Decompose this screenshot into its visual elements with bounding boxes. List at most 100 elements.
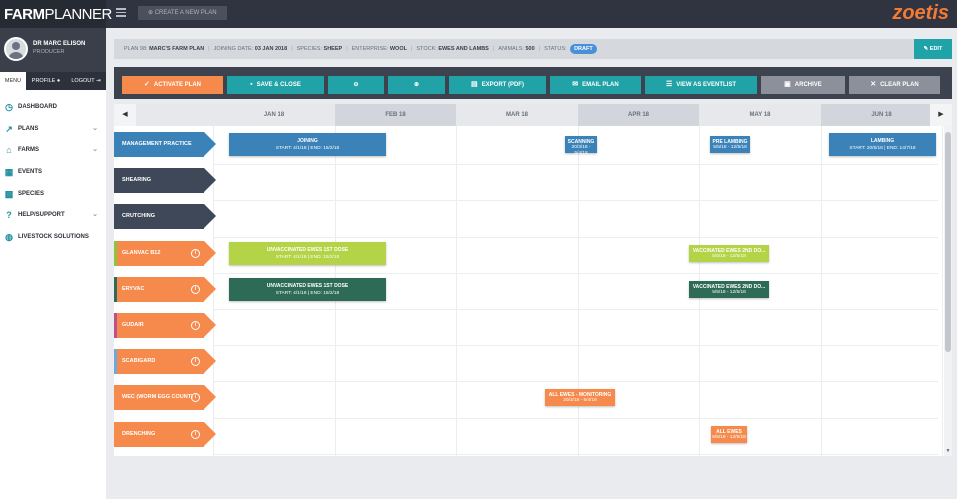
zoom-out-icon: ⊖ [353, 82, 359, 88]
calendar-icon: ▦ [4, 166, 14, 177]
event-title: LAMBING [870, 138, 895, 144]
grid-divider [213, 164, 938, 166]
row-label-gudair[interactable]: GUDAIR i [114, 313, 216, 338]
dashboard-icon: ◷ [5, 101, 13, 112]
event-title: VACCINATED EWES 2ND DO... [692, 283, 766, 290]
event-dates: START: 4/1/18 | END: 15/2/18 [275, 254, 340, 260]
arrow-left-icon: ◀ [122, 111, 128, 118]
row-label-text: SHEARING [122, 177, 152, 184]
event-title: ALL EWES [716, 428, 742, 435]
tab-menu[interactable]: MENU [0, 72, 26, 90]
edit-button[interactable]: ✎ EDIT [914, 39, 952, 59]
month-column-header: MAY 18 [749, 112, 771, 118]
grid-divider [213, 453, 938, 455]
zoom-out-button[interactable]: ⊖ [328, 76, 384, 94]
calendar-event[interactable]: VACCINATED EWES 2ND DO...5/5/18 - 12/5/1… [689, 244, 769, 262]
info-icon[interactable]: i [191, 429, 200, 439]
event-title: ALL EWES - MONITORING [548, 392, 612, 399]
row-label-wec-worm-egg-count[interactable]: WEC (WORM EGG COUNT)i [114, 385, 216, 411]
zoom-in-button[interactable]: ⊕ [388, 76, 445, 94]
row-label-glanvac-b12[interactable]: GLANVAC B12 i [114, 240, 216, 266]
sidebar-item-label: EVENTS [18, 168, 43, 175]
color-stripe [114, 349, 117, 375]
sidebar-item-livestock-solutions[interactable]: ◍ LIVESTOCK SOLUTIONS [0, 226, 106, 248]
event-dates: 5/5/18 - 12/5/18 [712, 253, 746, 259]
activate-plan-button[interactable]: ✓ACTIVATE PLAN [122, 76, 223, 94]
event-dates: START: 4/1/18 | END: 15/2/18 [275, 290, 340, 296]
file-icon: ▤ [471, 81, 478, 88]
sidebar-item-help-support[interactable]: ?HELP/SUPPORT⌄ [0, 204, 106, 226]
globe-icon: ◍ [5, 231, 13, 242]
grid-icon: ▩ [4, 188, 14, 199]
chevron-down-icon: ⌄ [92, 211, 98, 219]
tab-profile[interactable]: PROFILE ● [31, 78, 61, 84]
logout-icon: ⇥ [96, 78, 101, 84]
row-label-text: MANAGEMENT PRACTICE [122, 141, 192, 147]
row-label-scabigard[interactable]: SCABIGARD i [114, 349, 216, 375]
archive-button[interactable]: ▣ARCHIVE [761, 76, 845, 94]
close-icon: ✕ [870, 81, 877, 88]
sidebar-item-events[interactable]: ▦ EVENTS [0, 161, 106, 183]
sidebar-item-species[interactable]: ▩ SPECIES [0, 183, 106, 205]
scrollbar-thumb[interactable] [945, 132, 951, 352]
tab-logout[interactable]: LOGOUT ⇥ [71, 78, 101, 84]
calendar-event[interactable]: VACCINATED EWES 2ND DO...5/5/18 - 12/5/1… [689, 280, 769, 298]
sidebar-item-label: PLANS [18, 125, 39, 132]
event-title: JOINING [297, 138, 318, 144]
info-icon[interactable]: i [191, 248, 200, 258]
app-logo[interactable]: FARMPLANNER [0, 0, 112, 28]
sidebar-item-label: SPECIES [18, 190, 45, 197]
next-month-button[interactable]: ▶ [930, 104, 952, 126]
enterprise-value: WOOL [389, 46, 407, 52]
scroll-down-icon[interactable]: ▼ [945, 448, 951, 454]
person-icon: ● [56, 78, 61, 84]
info-icon[interactable]: i [191, 357, 200, 367]
vertical-scrollbar[interactable]: ▼ [944, 126, 952, 456]
chart-line-icon: ↗ [5, 123, 13, 134]
event-title: UNVACCINATED EWES 1ST DOSE [266, 246, 349, 253]
row-label-management-practice[interactable]: MANAGEMENT PRACTICE [114, 132, 216, 157]
email-plan-button[interactable]: ✉EMAIL PLAN [550, 76, 641, 94]
view-eventlist-button[interactable]: ☰VIEW AS EVENTLIST [645, 76, 757, 94]
row-label-shearing[interactable]: SHEARING [114, 168, 216, 194]
info-icon[interactable]: i [191, 321, 200, 330]
event-title: VACCINATED EWES 2ND DO... [692, 247, 766, 254]
sidebar-item-label: LIVESTOCK SOLUTIONS [18, 233, 89, 240]
month-column-header: JUN 18 [821, 104, 942, 126]
create-new-plan-button[interactable]: ⊕ CREATE A NEW PLAN [138, 6, 227, 20]
list-icon: ☰ [665, 81, 673, 88]
row-label-text: GLANVAC B12 [122, 249, 161, 256]
sidebar-item-dashboard[interactable]: ◷DASHBOARD [0, 96, 106, 118]
clear-plan-button[interactable]: ✕CLEAR PLAN [849, 76, 940, 94]
export-pdf-button[interactable]: ▤EXPORT (PDF) [449, 76, 546, 94]
row-label-text: SCABIGARD [122, 358, 156, 365]
save-close-button[interactable]: ▪SAVE & CLOSE [227, 76, 324, 94]
event-dates: 5/5/18 - 12/5/18 [712, 434, 746, 440]
prev-month-button[interactable]: ◀ [114, 104, 136, 126]
row-label-crutching[interactable]: CRUTCHING [114, 204, 216, 230]
event-title: UNVACCINATED EWES 1ST DOSE [266, 282, 349, 289]
status-badge: DRAFT [570, 44, 597, 54]
sidebar-item-farms[interactable]: ⌂FARMS⌄ [0, 139, 106, 161]
hamburger-menu-icon[interactable] [116, 8, 126, 18]
save-icon: ▪ [250, 81, 253, 88]
species-value: SHEEP [323, 46, 343, 52]
grid-divider [578, 126, 579, 456]
sidebar-item-plans[interactable]: ↗PLANS⌄ [0, 118, 106, 140]
row-label-text: GUDAIR [122, 322, 144, 328]
month-column-header: FEB 18 [335, 104, 456, 126]
user-tabs: MENU PROFILE ● LOGOUT ⇥ [0, 72, 106, 90]
info-icon[interactable]: i [191, 284, 200, 294]
info-icon[interactable]: i [191, 393, 200, 403]
